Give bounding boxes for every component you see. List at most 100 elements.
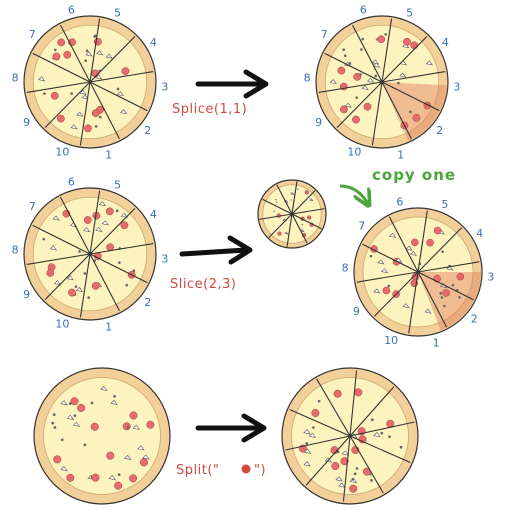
mushroom [49,245,58,251]
slice-cut [349,435,411,464]
olive [440,296,444,299]
slice-cut [381,18,393,83]
pepperoni [91,281,100,290]
pepperoni [52,52,61,61]
slice-cut [79,253,91,318]
mushroom [303,429,311,435]
olive [409,110,412,114]
slice-cut [89,70,154,83]
slice-number: 4 [476,227,483,240]
olive [397,81,400,85]
mushroom [132,424,141,430]
slice-cut [276,184,293,215]
slice-cut [349,435,384,494]
pepperoni [57,38,66,47]
pepperoni [410,41,419,50]
slice-cut [349,370,358,437]
pepperoni [333,389,342,398]
pepperoni [66,473,75,482]
pepperoni [277,231,282,236]
olive [125,283,129,287]
mushroom [66,414,75,421]
slice-cut [336,81,383,128]
slice-cut [286,213,293,247]
slice-number: 9 [23,116,30,129]
slice-number: 8 [12,71,19,84]
label-split: Split(" ") [176,463,266,478]
mushroom [100,385,108,392]
olive [388,435,391,439]
olive [359,73,362,76]
mushroom [402,43,410,49]
slice-number: 5 [114,6,121,19]
mushroom [66,275,74,281]
mushroom [95,74,103,80]
pepperoni [90,422,99,431]
olive [87,296,91,299]
slice-number: 10 [55,146,69,159]
pepperoni [426,238,434,247]
pepperoni [46,269,55,277]
slice-cut [374,271,419,317]
slice-number: 4 [150,36,157,49]
pepperoni [139,458,148,467]
olive [458,295,461,299]
slice-number: 7 [358,219,365,232]
mushroom [402,303,410,309]
slice-cut [268,213,293,238]
olive [343,54,347,58]
olive [342,48,346,52]
mushroom [79,89,87,95]
slice-cut [381,36,428,83]
pepperoni [129,411,138,420]
olive [443,304,446,308]
olive [85,49,89,53]
arrow-row1 [195,69,269,99]
mushroom [309,198,314,202]
pepperoni [433,226,442,235]
mushroom [290,191,295,196]
mushroom [381,268,389,274]
highlight-wedge [418,272,481,331]
pepperoni [354,388,363,397]
pepperoni [77,403,86,412]
slice-number: 10 [347,146,361,159]
olive [132,269,136,272]
olive [84,59,87,63]
slice-number: 8 [304,71,311,84]
slice-cut [291,181,298,215]
olive [68,402,72,405]
slice-cut [285,435,351,451]
slice-number: 3 [161,81,168,94]
pepperoni [146,420,155,429]
label-split-text: Split(" [176,463,219,478]
slice-number: 7 [29,200,36,213]
pepperoni [83,216,92,224]
mushroom [52,215,60,221]
slice-number: 4 [442,36,449,49]
olive [118,261,121,264]
pepperoni [442,289,450,297]
slice-cut [89,18,101,83]
mushroom [338,482,346,488]
slice-number: 1 [397,149,404,162]
pepperoni [352,115,360,124]
mushroom [72,421,81,427]
mushroom [424,308,432,314]
slice-number: 9 [315,116,322,129]
olive [70,92,73,95]
pepperoni [63,50,72,59]
arrow-row2 [179,235,253,265]
pepperoni [91,473,100,482]
pepperoni [412,114,421,122]
olive [51,421,55,425]
mushroom [389,232,397,238]
pepperoni [337,66,346,75]
olive [351,477,355,481]
slice-cut [291,213,308,244]
slice-number: 2 [436,124,443,137]
slice-number: 2 [144,124,151,137]
